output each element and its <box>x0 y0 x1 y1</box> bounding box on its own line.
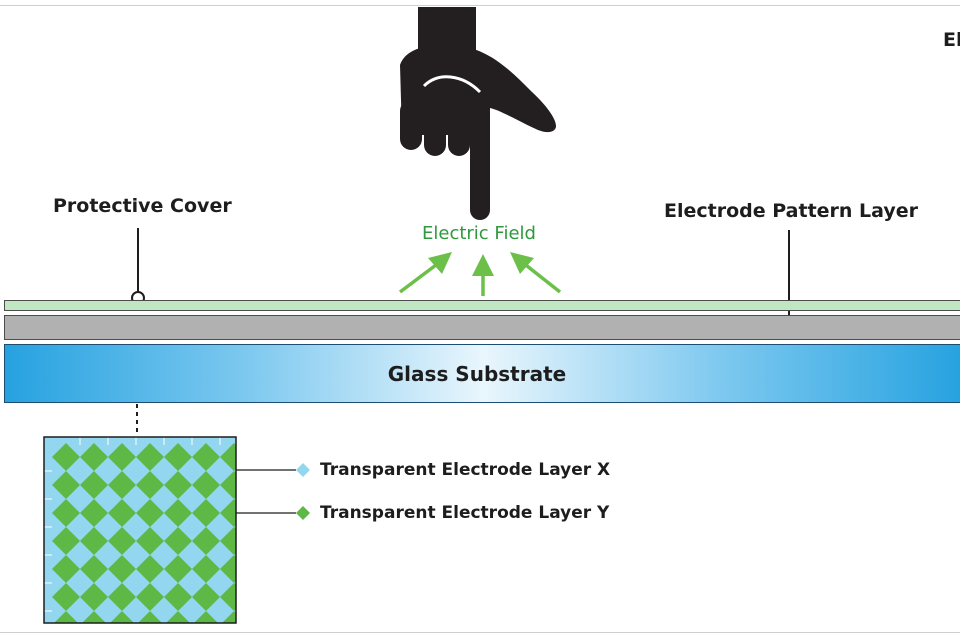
electrode-y-diamond <box>220 443 236 471</box>
electrode-y-diamond <box>52 499 80 527</box>
electrode-y-diamond <box>80 499 108 527</box>
electrode-y-diamond <box>164 583 192 611</box>
electrode-y-diamond <box>192 527 220 555</box>
electrode-y-diamond <box>192 471 220 499</box>
electrode-y-diamond <box>136 443 164 471</box>
electrode-y-diamond <box>108 583 136 611</box>
electrode-y-diamond <box>80 443 108 471</box>
electrode-y-diamond <box>108 471 136 499</box>
electrode-y-diamond <box>164 499 192 527</box>
glass-substrate-label: Glass Substrate <box>387 361 567 386</box>
electrode-y-diamond <box>194 611 218 623</box>
electrode-y-diamond <box>220 499 236 527</box>
protective-cover-label: Protective Cover <box>53 195 232 217</box>
electrode-y-diamond <box>136 527 164 555</box>
electrode-pattern-layer <box>4 315 960 340</box>
electrode-y-diamond <box>136 583 164 611</box>
electrode-y-diamond <box>138 611 162 623</box>
electrode-y-diamond <box>80 471 108 499</box>
pointing-hand-icon <box>400 7 556 220</box>
electrode-y-diamond <box>80 527 108 555</box>
legend-label-x: Transparent Electrode Layer X <box>320 460 611 480</box>
electric-field-arrows <box>398 252 562 296</box>
electrode-y-diamond <box>110 611 134 623</box>
electrode-y-diamond <box>192 499 220 527</box>
electrode-y-diamond <box>108 499 136 527</box>
electrode-y-diamond <box>220 583 236 611</box>
electrode-y-diamond <box>220 555 236 583</box>
electrode-y-diamond <box>166 611 190 623</box>
electrode-y-diamond <box>52 583 80 611</box>
electrode-y-diamond <box>52 527 80 555</box>
electrode-y-diamond <box>136 471 164 499</box>
electrode-y-diamond <box>192 583 220 611</box>
electrode-y-diamond <box>136 555 164 583</box>
electrode-y-diamond <box>80 555 108 583</box>
electrode-y-diamond <box>220 471 236 499</box>
electrode-y-diamond <box>136 499 164 527</box>
electrode-y-diamond <box>108 555 136 583</box>
protective-cover-layer <box>4 300 960 311</box>
electrode-y-diamond <box>52 443 80 471</box>
electrode-y-diamond <box>52 471 80 499</box>
electrode-y-diamond <box>54 611 78 623</box>
legend-marker-y <box>296 506 310 520</box>
corner-label-fragment: El <box>943 29 960 51</box>
electrode-y-diamond <box>164 471 192 499</box>
legend-label-y: Transparent Electrode Layer Y <box>320 503 610 523</box>
figure-frame <box>0 5 960 633</box>
electrode-y-diamond <box>192 443 220 471</box>
legend-marker-x <box>296 463 310 477</box>
electrode-y-diamond <box>192 555 220 583</box>
electrode-pattern-layer-label: Electrode Pattern Layer <box>664 200 919 222</box>
electrode-y-diamond <box>220 527 236 555</box>
electrode-y-diamond <box>108 527 136 555</box>
electrode-y-diamond <box>52 555 80 583</box>
electrode-y-diamond <box>108 443 136 471</box>
electrode-y-diamond <box>164 555 192 583</box>
electrode-y-diamond <box>80 583 108 611</box>
glass-substrate-layer: Glass Substrate <box>4 344 960 403</box>
electrode-y-diamond <box>222 611 236 623</box>
electrode-y-diamond <box>82 611 106 623</box>
electrode-y-diamond <box>164 527 192 555</box>
electric-field-label: Electric Field <box>422 223 536 244</box>
electrode-y-diamond <box>164 443 192 471</box>
